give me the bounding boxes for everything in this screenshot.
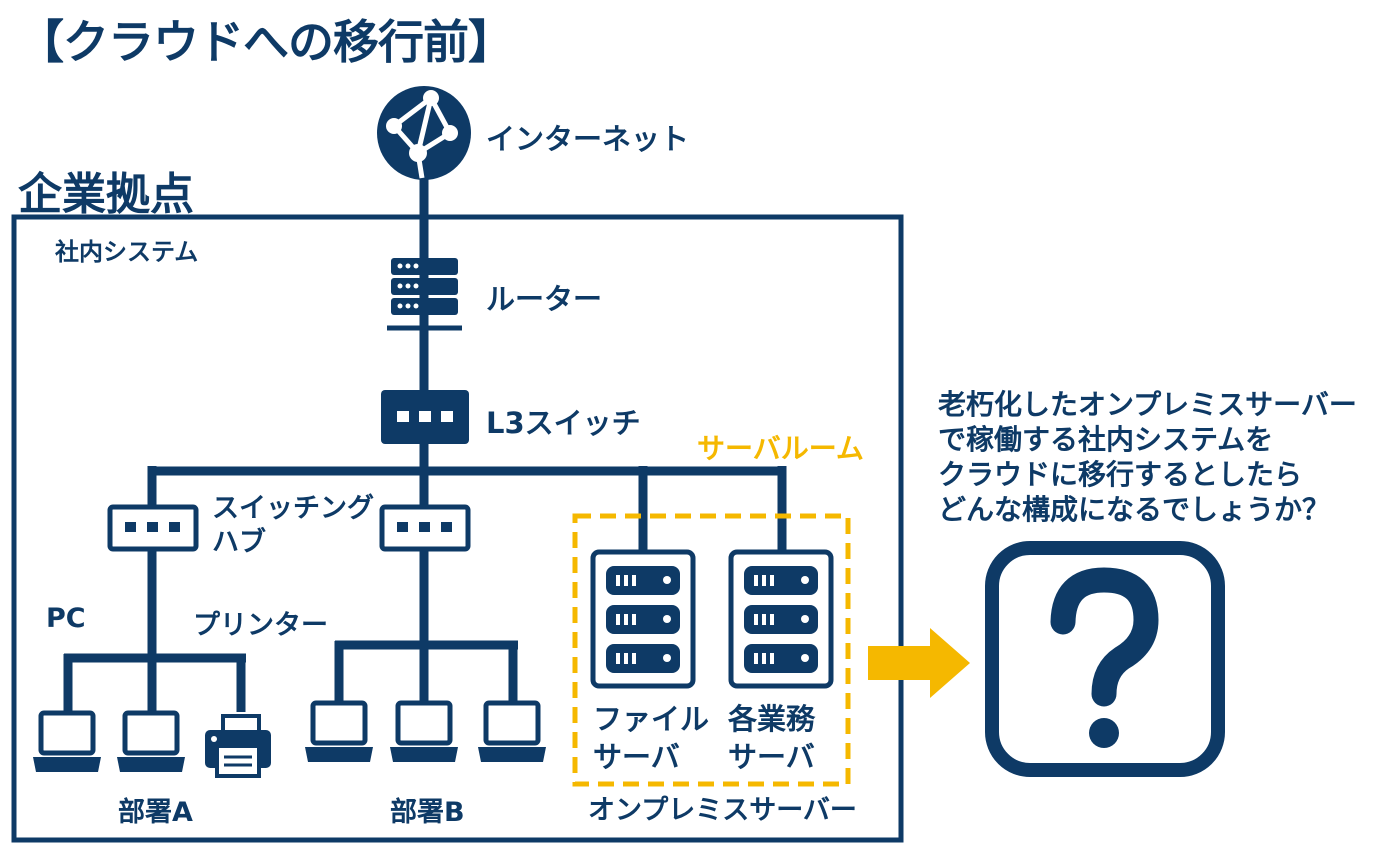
on-premise-label: オンプレミスサーバー [588,795,857,826]
question-line-2: で稼働する社内システムを [938,423,1274,456]
internet-label: インターネット [486,122,690,156]
l3-switch-label: L3スイッチ [486,406,641,440]
switching-hub-label-line1: スイッチング [212,493,374,524]
printer-label: プリンター [193,610,328,641]
globe-network-icon [377,86,471,180]
printer-icon [205,714,271,778]
laptop-icon [117,710,185,772]
switch-icon [381,390,469,444]
laptop-icon [33,710,101,772]
site-label: 企業拠点 [18,169,194,220]
question-line-1: 老朽化したオンプレミスサーバー [938,388,1357,421]
switching-hub-icon [379,504,471,552]
laptop-icon [390,700,458,762]
switching-hub-label-line2: ハブ [212,527,266,558]
switching-hub-icon [107,504,199,552]
router-icon [387,258,462,337]
question-line-4: どんな構成になるでしょうか？ [938,493,1331,526]
pc-label: PC [46,603,86,634]
router-label: ルーター [486,282,603,316]
dept-b-label: 部署B [390,797,465,828]
arrow-right-icon [868,628,970,698]
laptop-icon [305,700,373,762]
business-server-label-line1: 各業務 [728,702,816,736]
page-title: 【クラウドへの移行前】 [18,15,514,69]
file-server-label-line2: サーバ [593,740,680,774]
laptop-icon [478,700,546,762]
server-room-label: サーバルーム [697,432,864,465]
file-server-label-line1: ファイル [593,702,710,736]
question-line-3: クラウドに移行するとしたら [938,458,1303,491]
dept-a-label: 部署A [118,797,193,828]
server-room-frame [572,513,851,787]
server-icon [728,549,834,689]
server-icon [590,549,696,689]
site-frame [11,214,904,843]
question-mark-icon [985,541,1225,777]
business-server-label-line2: サーバ [728,740,815,774]
system-label: 社内システム [55,238,199,266]
